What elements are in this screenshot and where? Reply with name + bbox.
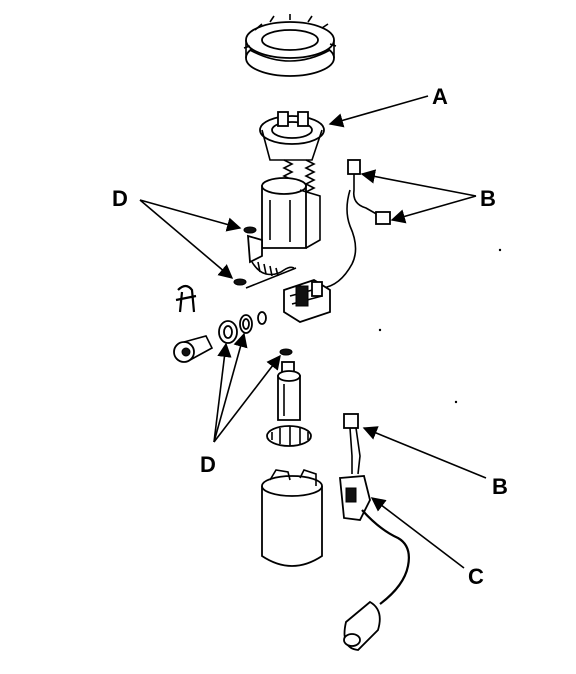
fuel-level-sender — [339, 475, 410, 651]
label-d-top: D — [112, 186, 128, 211]
leader-line-c — [370, 497, 465, 569]
fuel-pump-motor — [266, 348, 312, 447]
pump-housing-lower — [261, 469, 323, 567]
leader-line-d-bottom-1 — [213, 342, 232, 443]
leader-line-b-top-1 — [360, 169, 477, 197]
label-b-top: B — [480, 186, 496, 211]
outlet-fitting — [173, 335, 214, 363]
leader-line-d-bottom-3 — [213, 354, 281, 443]
label-c: C — [468, 564, 484, 589]
leader-line-d-top-2 — [139, 199, 234, 279]
label-d-bottom: D — [200, 452, 216, 477]
label-b-bottom: B — [492, 474, 508, 499]
leader-line-d-top-1 — [139, 199, 242, 232]
retaining-clip — [175, 284, 197, 313]
o-ring-small-upper — [233, 226, 297, 289]
o-rings — [218, 311, 267, 344]
leader-line-b-top-2 — [390, 195, 477, 224]
wire-harness-upper — [321, 159, 391, 289]
leader-line-a — [328, 95, 429, 128]
pump-flange-assembly — [247, 111, 325, 277]
label-a: A — [432, 84, 448, 109]
connector-block — [283, 279, 331, 323]
wire-harness-lower — [343, 413, 361, 475]
lock-ring — [243, 14, 337, 77]
leader-line-d-bottom-2 — [213, 332, 248, 443]
leader-line-b-bottom — [362, 426, 487, 479]
